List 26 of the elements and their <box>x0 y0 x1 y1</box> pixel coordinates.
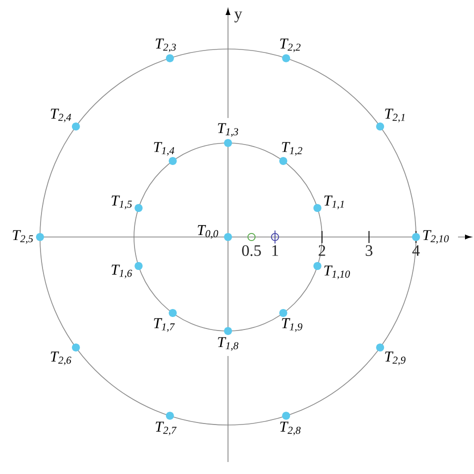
point-label: T$_{2,2}$ <box>280 38 300 52</box>
point-label: T$_{2,10}$ <box>423 230 449 244</box>
point-label: T$_{2,9}$ <box>385 352 406 366</box>
point-label: T$_{1,8}$ <box>218 337 238 351</box>
point-label: T$_{0,0}$ <box>198 225 218 239</box>
point-label: T$_{1,3}$ <box>218 123 238 137</box>
tick-label: 0.5 <box>242 245 261 256</box>
point-label: T$_{1,9}$ <box>282 318 302 332</box>
point-label: T$_{1,5}$ <box>112 196 132 210</box>
tick-label: 1 <box>272 245 278 256</box>
point-label: T$_{2,1}$ <box>385 108 404 122</box>
point-label: T$_{1,2}$ <box>282 142 302 156</box>
point-label: T$_{2,6}$ <box>50 352 72 366</box>
tick-label: 2 <box>318 245 326 256</box>
point-label: T$_{1,7}$ <box>154 318 175 332</box>
point-label: T$_{2,8}$ <box>280 422 301 436</box>
point-label: T$_{2,7}$ <box>156 422 177 436</box>
axis-label: y <box>234 12 242 22</box>
point-label: T$_{2,4}$ <box>50 108 72 122</box>
point-label: T$_{1,10}$ <box>324 266 350 280</box>
point-label: T$_{2,5}$ <box>12 230 33 244</box>
point-label: T$_{1,4}$ <box>154 142 174 156</box>
tick-label: 3 <box>366 245 372 256</box>
point-label: T$_{2,3}$ <box>156 38 176 52</box>
point-label: T$_{1,6}$ <box>112 264 132 278</box>
point-label: T$_{1,1}$ <box>324 196 344 210</box>
